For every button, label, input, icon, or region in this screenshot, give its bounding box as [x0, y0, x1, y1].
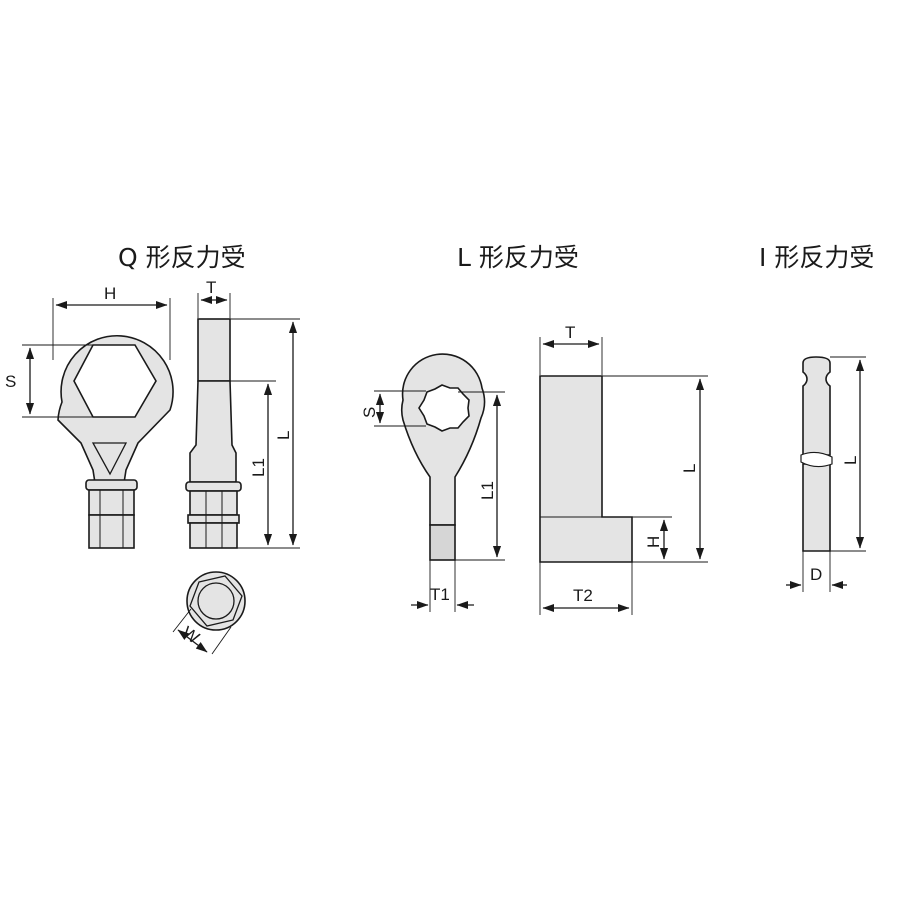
- l-label-s: S: [360, 407, 379, 418]
- q-type-bottom-view: W: [172, 571, 246, 655]
- l-label-t2: T2: [573, 586, 593, 605]
- l-dim-l1: L1: [455, 391, 505, 561]
- q-label-s: S: [5, 372, 16, 391]
- q-type-front-view: [57, 334, 174, 549]
- l-label-h: H: [644, 536, 663, 548]
- i-label-l: L: [841, 456, 860, 465]
- q-dim-s: S: [5, 344, 93, 418]
- q-dim-l1: L1: [230, 380, 300, 549]
- l-type-front-view: [400, 353, 486, 561]
- l-dim-h: H: [632, 516, 672, 560]
- l-label-l: L: [680, 464, 699, 473]
- i-dim-d: D: [786, 551, 847, 592]
- i-label-d: D: [810, 565, 822, 584]
- q-label-l1: L1: [249, 458, 268, 477]
- i-type-view: [800, 356, 833, 552]
- i-type-title: I 形反力受: [759, 243, 874, 272]
- q-dim-h: H: [52, 284, 171, 360]
- l-label-t: T: [565, 323, 575, 342]
- l-type-title: L 形反力受: [457, 243, 579, 272]
- q-label-h: H: [104, 284, 116, 303]
- l-dim-t2: T2: [539, 562, 633, 615]
- l-dim-l: L: [602, 375, 708, 563]
- l-label-t1: T1: [430, 585, 450, 604]
- q-type-title: Q 形反力受: [118, 243, 246, 272]
- q-label-l: L: [274, 431, 293, 440]
- q-label-w: W: [179, 623, 203, 648]
- l-dim-t: T: [539, 323, 603, 375]
- twelve-point-socket-opening: [418, 384, 470, 432]
- l-dim-s: S: [360, 390, 426, 427]
- q-dim-l: L: [230, 318, 300, 546]
- q-label-t: T: [206, 278, 216, 297]
- q-type-side-view: [185, 318, 242, 549]
- l-type-side-view: [539, 375, 633, 563]
- l-label-l1: L1: [478, 481, 497, 500]
- i-dim-l: L: [830, 356, 866, 552]
- q-dim-t: T: [197, 278, 231, 318]
- l-dim-t1: T1: [411, 560, 474, 612]
